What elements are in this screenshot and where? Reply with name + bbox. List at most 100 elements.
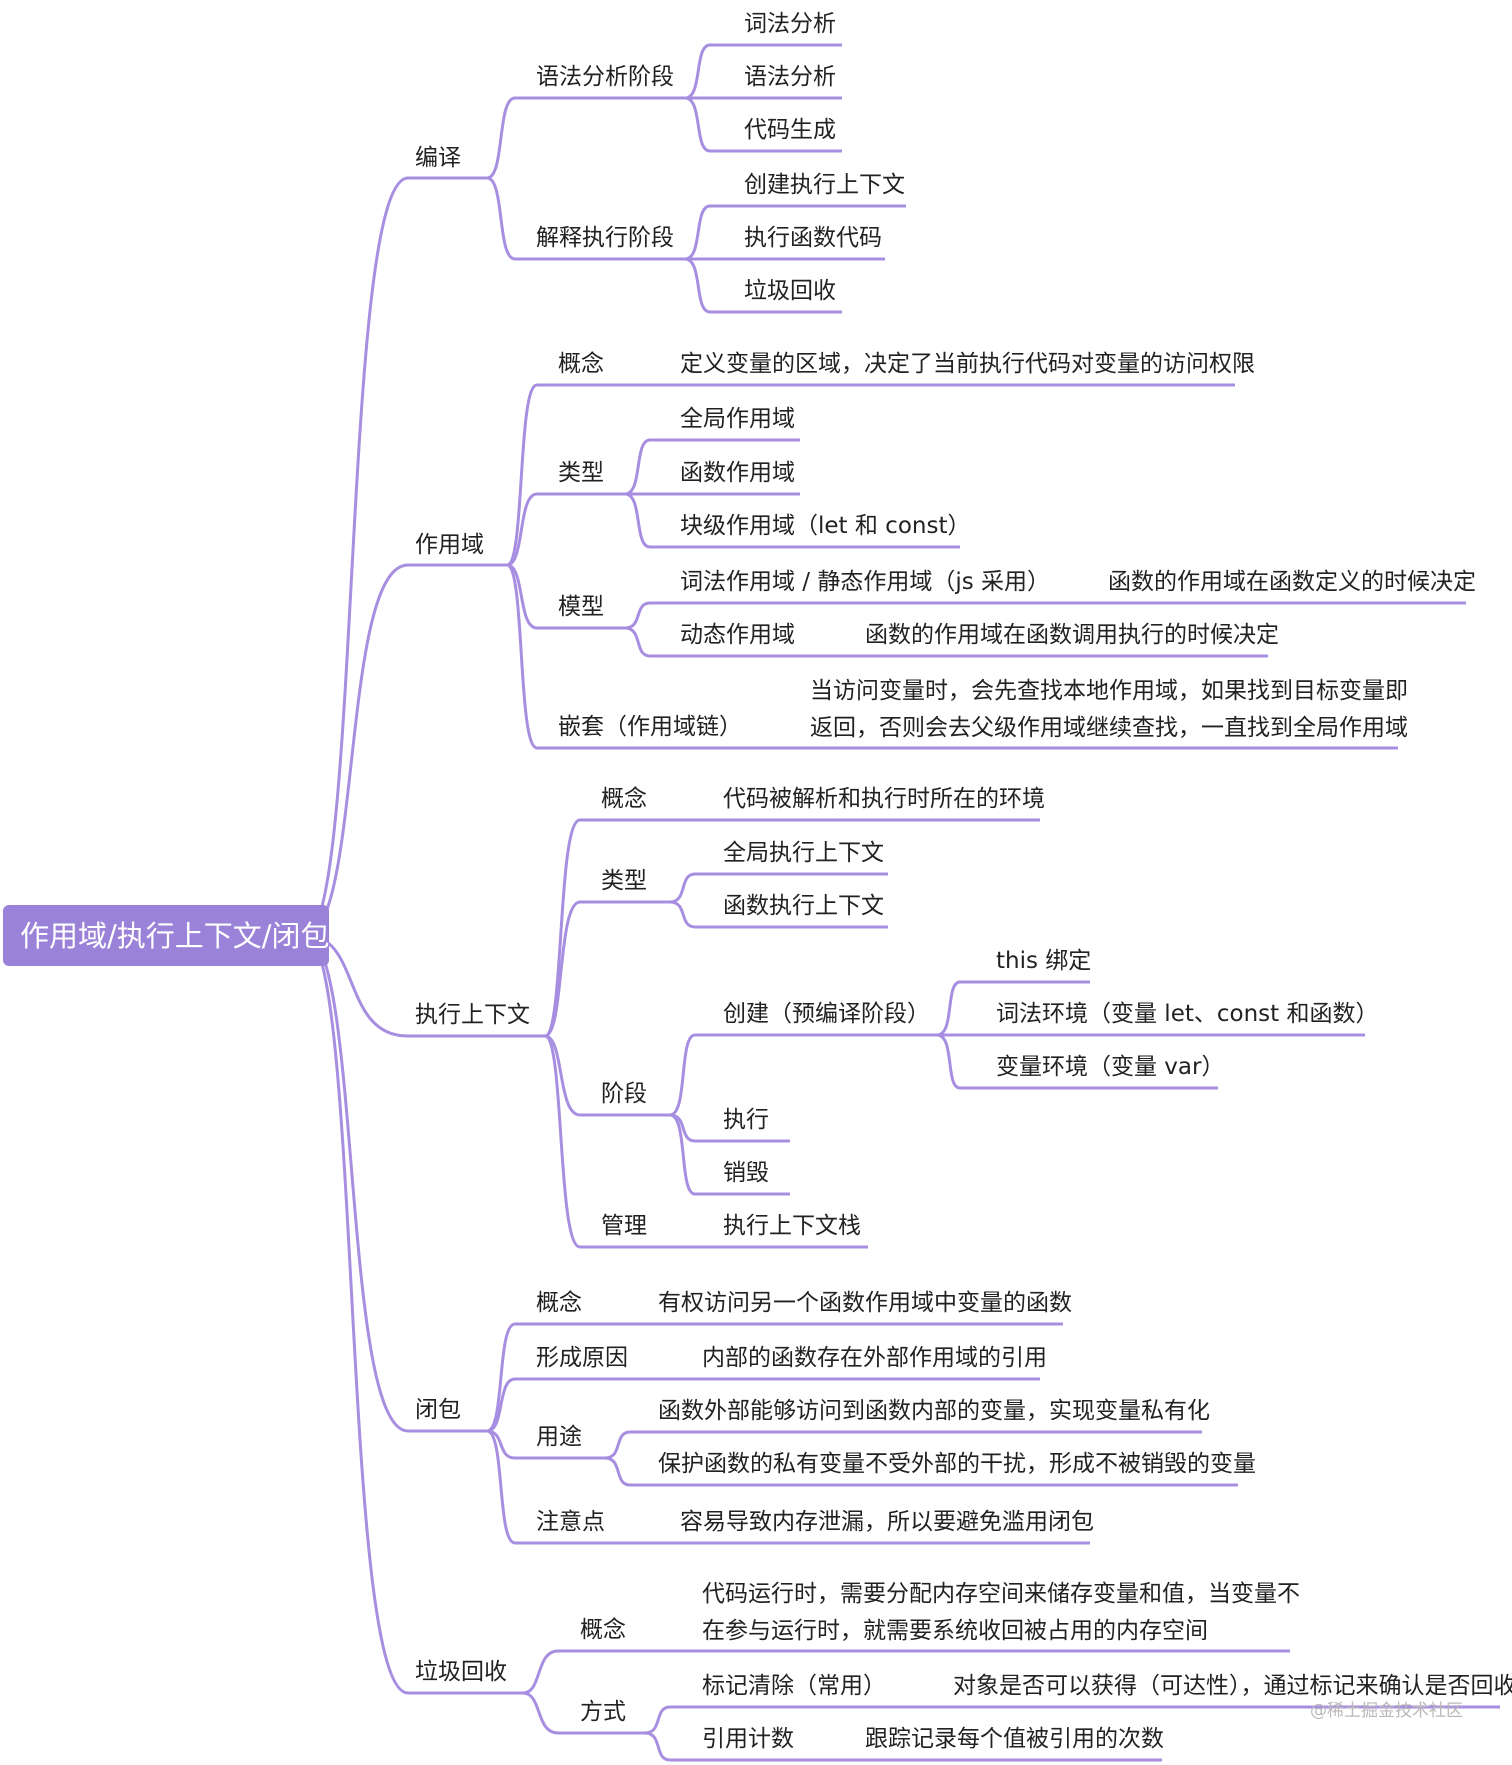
connector-n4d: [486, 1429, 516, 1545]
node-label-n3c2[interactable]: 执行: [723, 1107, 769, 1133]
node-label-n5b2a[interactable]: 跟踪记录每个值被引用的次数: [865, 1726, 1164, 1752]
connector-n4b: [486, 1377, 516, 1433]
node-label-n4c[interactable]: 用途: [536, 1424, 582, 1450]
node-label-n5a1-line-2[interactable]: 在参与运行时，就需要系统收回被占用的内存空间: [702, 1618, 1208, 1644]
connector-n3c3: [669, 1113, 696, 1196]
node-label-n3d[interactable]: 管理: [601, 1213, 647, 1239]
node-label-n3a[interactable]: 概念: [601, 786, 647, 812]
connector-n1b1: [684, 204, 711, 261]
node-label-n4a1[interactable]: 有权访问另一个函数作用域中变量的函数: [658, 1290, 1072, 1316]
node-label-n2d[interactable]: 嵌套（作用域链）: [558, 714, 742, 740]
node-label-n4b1[interactable]: 内部的函数存在外部作用域的引用: [702, 1345, 1047, 1371]
connector-n3c1c: [936, 1033, 961, 1090]
connector-n2b1: [624, 438, 651, 496]
node-label-n2d1-line-2[interactable]: 返回，否则会去父级作用域继续查找，一直找到全局作用域: [810, 715, 1408, 741]
connector-n3b1: [669, 872, 696, 904]
connector-n5b2: [644, 1731, 671, 1762]
connector-n3a: [544, 818, 581, 1038]
node-label-n3b2[interactable]: 函数执行上下文: [723, 893, 884, 919]
node-label-n3b1[interactable]: 全局执行上下文: [723, 840, 884, 866]
root-node-box[interactable]: [3, 905, 329, 966]
connector-n2b3: [624, 492, 651, 549]
node-label-n2b[interactable]: 类型: [558, 460, 604, 486]
connector-n2b: [506, 492, 538, 567]
node-label-n1a1[interactable]: 词法分析: [744, 11, 836, 37]
node-label-n1b3[interactable]: 垃圾回收: [744, 278, 836, 304]
node-label-n3c1c[interactable]: 变量环境（变量 var）: [996, 1054, 1224, 1080]
node-label-n4d[interactable]: 注意点: [536, 1509, 605, 1535]
branch-connectors: [304, 43, 1095, 1762]
connector-n5b1: [644, 1705, 671, 1735]
node-label-n1b1[interactable]: 创建执行上下文: [744, 172, 905, 198]
node-label-n2c2a[interactable]: 函数的作用域在函数调用执行的时候决定: [865, 622, 1279, 648]
node-label-n5a1-line-1[interactable]: 代码运行时，需要分配内存空间来储存变量和值，当变量不: [702, 1581, 1300, 1607]
node-underlines: [408, 43, 1500, 1762]
node-label-n1a2[interactable]: 语法分析: [744, 64, 836, 90]
connector-n1b3: [684, 257, 711, 314]
node-label-n4[interactable]: 闭包: [415, 1397, 461, 1423]
connector-n5a: [522, 1649, 559, 1695]
node-label-n1b2[interactable]: 执行函数代码: [744, 225, 882, 251]
node-label-n4a[interactable]: 概念: [536, 1290, 582, 1316]
node-label-n4d1[interactable]: 容易导致内存泄漏，所以要避免滥用闭包: [680, 1509, 1094, 1535]
node-label-n5b1[interactable]: 标记清除（常用）: [702, 1673, 886, 1699]
node-label-n2[interactable]: 作用域: [415, 532, 484, 558]
node-label-n2a1[interactable]: 定义变量的区域，决定了当前执行代码对变量的访问权限: [680, 351, 1255, 377]
node-label-n1b[interactable]: 解释执行阶段: [536, 225, 674, 251]
node-label-n2c[interactable]: 模型: [558, 594, 604, 620]
connector-n1b: [486, 176, 516, 261]
connector-n5: [304, 933, 409, 1695]
connector-n1a: [486, 96, 516, 180]
connector-n3c: [544, 1034, 581, 1117]
node-label-n3c3[interactable]: 销毁: [723, 1160, 769, 1186]
node-label-n1[interactable]: 编译: [415, 145, 461, 171]
connector-n1a3: [684, 96, 711, 153]
connector-n2: [304, 563, 409, 937]
node-label-n2c2[interactable]: 动态作用域: [680, 622, 795, 648]
node-label-n5b1a[interactable]: 对象是否可以获得（可达性），通过标记来确认是否回收: [953, 1673, 1512, 1699]
connector-n5b: [522, 1691, 559, 1735]
root-node[interactable]: 作用域/执行上下文/闭包: [3, 905, 330, 966]
node-label-n3d1[interactable]: 执行上下文栈: [723, 1213, 861, 1239]
connector-n4a: [486, 1322, 516, 1433]
node-label-n5b2[interactable]: 引用计数: [702, 1726, 794, 1752]
node-label-n1a3[interactable]: 代码生成: [744, 117, 836, 143]
node-label-n4b[interactable]: 形成原因: [536, 1345, 628, 1371]
node-label-n3c1[interactable]: 创建（预编译阶段）: [723, 1001, 930, 1027]
node-labels: 编译语法分析阶段词法分析语法分析代码生成解释执行阶段创建执行上下文执行函数代码垃…: [415, 11, 1512, 1752]
node-label-n3c1a[interactable]: this 绑定: [996, 948, 1091, 974]
node-label-n2d1-line-1[interactable]: 当访问变量时，会先查找本地作用域，如果找到目标变量即: [810, 678, 1408, 704]
node-label-n3c[interactable]: 阶段: [601, 1081, 647, 1107]
connector-n3b2: [669, 900, 696, 929]
connector-n2c2: [624, 626, 651, 658]
node-label-n2b3[interactable]: 块级作用域（let 和 const）: [680, 513, 970, 539]
connector-n1: [304, 176, 409, 937]
node-label-n3b[interactable]: 类型: [601, 868, 647, 894]
node-label-n5b[interactable]: 方式: [580, 1699, 626, 1725]
node-label-n2c1a[interactable]: 函数的作用域在函数定义的时候决定: [1108, 569, 1476, 595]
node-label-n3c1b[interactable]: 词法环境（变量 let、const 和函数）: [996, 1001, 1378, 1027]
node-label-n2b1[interactable]: 全局作用域: [680, 406, 795, 432]
connector-n3c1a: [936, 980, 961, 1037]
connector-n2c: [506, 563, 538, 630]
node-label-n4c1[interactable]: 函数外部能够访问到函数内部的变量，实现变量私有化: [658, 1398, 1210, 1424]
node-label-n1a[interactable]: 语法分析阶段: [536, 64, 674, 90]
node-label-n5[interactable]: 垃圾回收: [415, 1659, 507, 1685]
connector-n1a1: [684, 43, 711, 100]
connector-n2a: [506, 383, 538, 567]
node-label-n3[interactable]: 执行上下文: [415, 1002, 530, 1028]
connector-n2d: [506, 563, 538, 750]
node-label-n3a1[interactable]: 代码被解析和执行时所在的环境: [723, 786, 1045, 812]
node-label-n2b2[interactable]: 函数作用域: [680, 460, 795, 486]
node-label-n5a[interactable]: 概念: [580, 1617, 626, 1643]
node-label-n2c1[interactable]: 词法作用域 / 静态作用域（js 采用）: [680, 569, 1050, 595]
watermark: @稀土掘金技术社区: [1310, 1701, 1463, 1721]
connector-n3b: [544, 900, 581, 1038]
connector-n3c1: [669, 1033, 696, 1117]
connector-n4c2: [604, 1456, 631, 1487]
root-node-label: 作用域/执行上下文/闭包: [20, 919, 330, 953]
node-label-n2a[interactable]: 概念: [558, 351, 604, 377]
node-label-n4c2[interactable]: 保护函数的私有变量不受外部的干扰，形成不被销毁的变量: [658, 1451, 1256, 1477]
